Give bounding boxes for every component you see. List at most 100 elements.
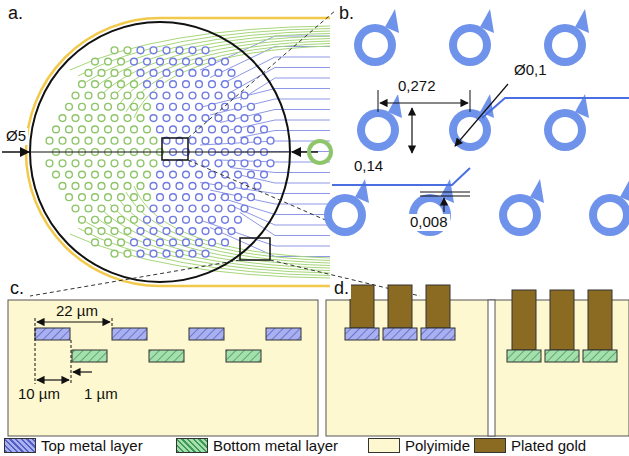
via-detail [324,9,629,236]
dimension-arrow [37,379,69,380]
via [124,137,131,144]
via [228,183,235,190]
via [183,171,190,178]
via-ring [449,24,491,66]
via [202,183,209,190]
dimension-arrow [411,108,412,153]
via [170,171,177,178]
via [105,81,112,88]
via [209,194,216,201]
via [131,216,138,223]
via [176,115,183,122]
via-hole [507,202,533,228]
legend-swatch [176,438,208,453]
via [267,160,274,167]
via [157,58,164,65]
via [111,250,118,257]
via [85,115,92,122]
via [176,47,183,54]
legend-swatch [474,438,506,453]
via [157,239,164,246]
via [92,239,99,246]
top-metal [35,328,301,340]
via [124,205,131,212]
via-ring [409,194,451,236]
dimension-label: 1 µm [82,386,120,403]
via [85,70,92,77]
via [137,70,144,77]
via [92,103,99,110]
dimension-arrow [443,198,444,212]
via-ring [354,24,396,66]
via [202,137,209,144]
top-metal [345,328,455,340]
extension-line [378,90,379,112]
legend-item: Bottom metal layer [176,437,338,454]
via [53,126,60,133]
via [176,250,183,257]
zoom-line [188,160,330,222]
via [105,194,112,201]
via [92,171,99,178]
dimension-label: Ø5 [4,128,28,145]
via [92,81,99,88]
via-hole [552,117,578,143]
via [235,194,242,201]
via-hole [362,32,388,58]
gold-pillars [350,285,612,350]
via [98,228,105,235]
ring-marker [309,141,331,163]
cut-gap [488,300,495,436]
diameter-line [30,151,290,152]
via [228,137,235,144]
via [157,81,164,88]
via [163,92,170,99]
via [72,115,79,122]
via [150,205,157,212]
via [202,115,209,122]
via [183,103,190,110]
via [189,183,196,190]
via [111,70,118,77]
via [150,160,157,167]
via [248,126,255,133]
via-ring [544,109,586,151]
via [241,205,248,212]
via [235,216,242,223]
via [215,205,222,212]
trace [118,41,330,106]
via [163,160,170,167]
via [144,216,151,223]
via [98,115,105,122]
via [98,183,105,190]
via [105,103,112,110]
via [92,58,99,65]
via [144,239,151,246]
via [183,58,190,65]
via [228,228,235,235]
via [92,126,99,133]
trace [126,44,330,113]
via [98,70,105,77]
via [66,194,73,201]
via [267,137,274,144]
via [85,92,92,99]
via [202,160,209,167]
via [150,137,157,144]
via [79,81,86,88]
via [228,115,235,122]
via [118,239,125,246]
via [79,216,86,223]
via [137,115,144,122]
via [176,205,183,212]
via [170,239,177,246]
via [254,137,261,144]
via [163,228,170,235]
via [183,126,190,133]
via [59,160,66,167]
via [53,171,60,178]
via [85,160,92,167]
via [189,92,196,99]
via [137,183,144,190]
polyimide [8,300,318,436]
